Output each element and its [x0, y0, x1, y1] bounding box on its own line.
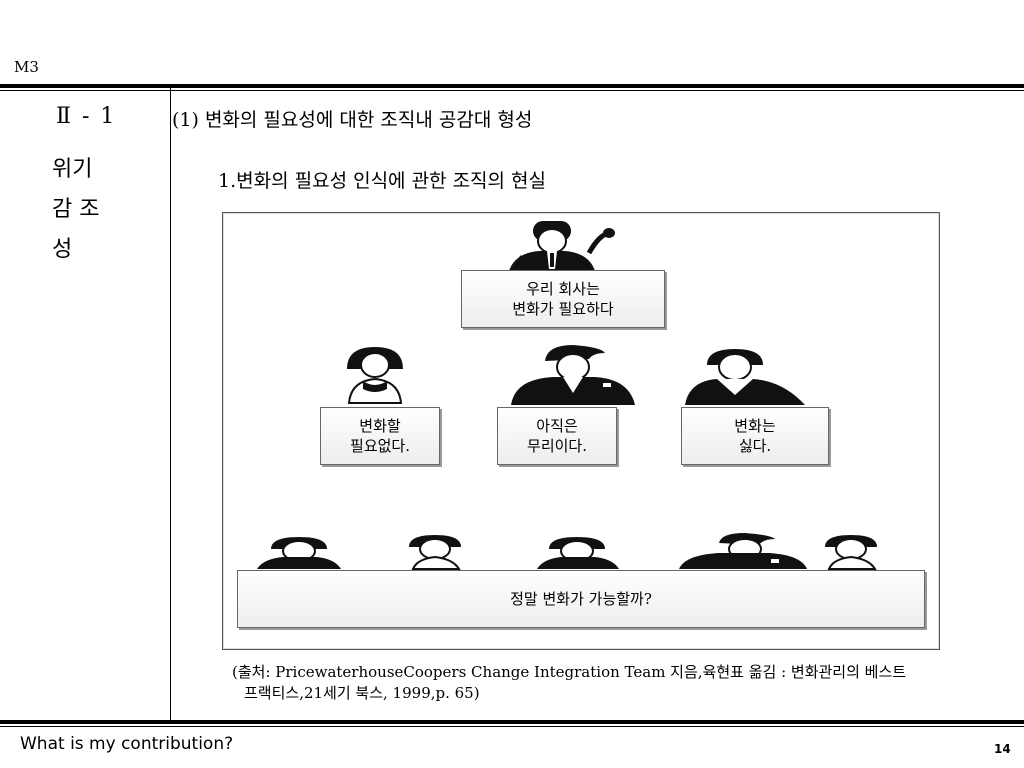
woman-figure-left — [347, 347, 403, 404]
crowd-speech-box: 정말 변화가 가능할까? — [237, 570, 925, 628]
speech-line: 변화할 — [359, 417, 401, 435]
speech-box-center: 아직은 무리이다. — [497, 407, 617, 465]
speech-line: 변화가 필요하다 — [512, 300, 614, 318]
slide-heading: (1) 변화의 필요성에 대한 조직내 공감대 형성 — [172, 109, 533, 131]
bottom-rule — [0, 720, 1024, 724]
source-citation: (출처: PricewaterhouseCoopers Change Integ… — [232, 662, 1012, 704]
speech-line: 변화는 — [734, 417, 776, 435]
crowd-figure-5 — [825, 535, 877, 570]
section-name: 위기 감 조 성 — [52, 150, 122, 270]
speech-box-right: 변화는 싫다. — [681, 407, 829, 465]
bottom-rule-thin — [0, 726, 1024, 727]
top-rule-thin — [0, 90, 1024, 91]
crowd-figure-4 — [679, 533, 807, 569]
speech-line: 필요없다. — [350, 437, 410, 455]
speech-line: 정말 변화가 가능할까? — [510, 590, 652, 608]
people-illustration — [257, 221, 877, 570]
speech-box-left: 변화할 필요없다. — [320, 407, 440, 465]
top-rule — [0, 84, 1024, 88]
section-name-line: 감 조 — [52, 197, 100, 222]
slide-subheading: 1.변화의 필요성 인식에 관한 조직의 현실 — [218, 170, 547, 192]
citation-line: 프랙티스,21세기 북스, 1999,p. 65) — [244, 684, 480, 702]
crowd-figure-2 — [409, 535, 461, 570]
section-name-line: 성 — [52, 237, 73, 262]
leader-figure — [509, 221, 615, 273]
speech-line: 싫다. — [738, 437, 772, 455]
man-figure-center — [511, 345, 635, 405]
man-figure-right — [685, 349, 805, 405]
section-number: Ⅱ - 1 — [56, 104, 117, 129]
illustration-figure: 우리 회사는 변화가 필요하다 변화할 필요없다. 아직은 무리이다. 변화는 … — [222, 212, 940, 650]
speech-line: 아직은 — [536, 417, 578, 435]
speech-line: 우리 회사는 — [526, 280, 600, 298]
footer-title: What is my contribution? — [20, 734, 234, 754]
crowd-figure-1 — [257, 537, 341, 569]
citation-line: (출처: PricewaterhouseCoopers Change Integ… — [232, 663, 907, 681]
page-number: 14 — [994, 742, 1011, 756]
leader-speech-box: 우리 회사는 변화가 필요하다 — [461, 270, 665, 328]
section-name-line: 위기 — [52, 157, 93, 182]
left-divider — [170, 88, 171, 722]
speech-line: 무리이다. — [527, 437, 587, 455]
crowd-figure-3 — [537, 537, 619, 569]
slide-label: M3 — [14, 58, 39, 76]
